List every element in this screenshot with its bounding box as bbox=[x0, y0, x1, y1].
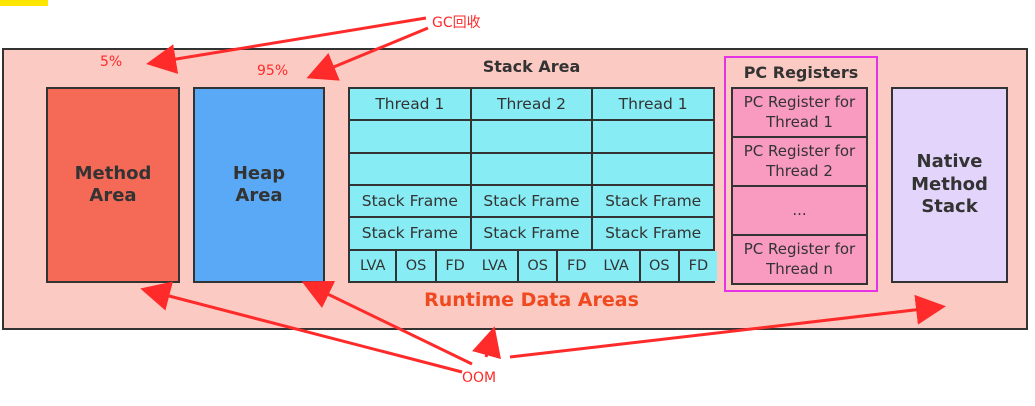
frame-parts: LVA OS FD bbox=[350, 250, 474, 281]
arrow-oom-to-runtime bbox=[472, 326, 501, 360]
stack-area-grid: Thread 1 Thread 2 Thread 1 Stack Frame S… bbox=[348, 87, 717, 283]
pc-register-thread: Thread 1 bbox=[766, 112, 833, 131]
frame-part-fd: FD bbox=[436, 250, 474, 281]
stack-frame: Stack Frame bbox=[350, 218, 470, 249]
thread-header: Thread 2 bbox=[471, 89, 592, 120]
frame-part-lva: LVA bbox=[593, 250, 639, 281]
heap-area-line1: Heap bbox=[232, 162, 286, 184]
stack-area-title: Stack Area bbox=[482, 57, 581, 76]
frame-part-lva: LVA bbox=[471, 250, 518, 281]
pc-register-label: PC Register for bbox=[743, 93, 856, 111]
stack-frame: Stack Frame bbox=[593, 186, 713, 217]
arrow-gc-to-method bbox=[146, 16, 427, 74]
stack-empty-cell bbox=[593, 121, 713, 152]
frame-part-lva: LVA bbox=[350, 250, 396, 281]
runtime-data-areas-label: Runtime Data Areas bbox=[424, 289, 639, 311]
pc-register-thread: Thread n bbox=[766, 259, 833, 278]
stack-empty-cell bbox=[593, 153, 713, 184]
stack-empty-cell bbox=[350, 153, 470, 184]
frame-parts: LVA OS FD bbox=[471, 250, 596, 281]
stack-frame: Stack Frame bbox=[593, 218, 713, 249]
thread-header: Thread 1 bbox=[593, 89, 713, 120]
stack-empty-cell bbox=[350, 121, 470, 152]
frame-part-fd: FD bbox=[679, 250, 717, 281]
frame-part-fd: FD bbox=[558, 250, 596, 281]
method-area-line2: Area bbox=[89, 185, 137, 206]
pc-registers-title: PC Registers bbox=[743, 63, 859, 82]
arrow-gc-to-heap bbox=[306, 26, 429, 81]
arrow-oom-to-native bbox=[509, 294, 946, 359]
heap-percent-label: 95% bbox=[257, 63, 289, 79]
stack-frame: Stack Frame bbox=[471, 218, 592, 249]
pc-register-thread: Thread 2 bbox=[766, 161, 833, 180]
pc-register-label: PC Register for bbox=[743, 142, 856, 160]
oom-annotation: OOM bbox=[462, 370, 497, 386]
arrow-oom-to-heap bbox=[301, 280, 473, 366]
heap-area-line2: Area bbox=[235, 185, 283, 206]
stack-empty-cell bbox=[471, 153, 592, 184]
frame-parts: LVA OS FD bbox=[593, 250, 717, 281]
gc-annotation: GC回收 bbox=[432, 15, 481, 31]
corner-highlight bbox=[0, 0, 48, 6]
pc-register-ellipsis: ... bbox=[733, 187, 866, 234]
frame-part-os: OS bbox=[640, 250, 678, 281]
native-line3: Stack bbox=[921, 196, 978, 218]
native-line2: Method bbox=[911, 173, 988, 195]
thread-header: Thread 1 bbox=[350, 89, 470, 120]
pc-register-label: PC Register for bbox=[743, 240, 856, 258]
frame-part-os: OS bbox=[519, 250, 557, 281]
stack-frame: Stack Frame bbox=[471, 186, 592, 217]
arrow-oom-to-method bbox=[140, 281, 463, 374]
pc-register-label: ... bbox=[792, 200, 807, 219]
stack-frame: Stack Frame bbox=[350, 186, 470, 217]
stack-empty-cell bbox=[471, 121, 592, 152]
frame-part-os: OS bbox=[397, 250, 435, 281]
method-area-line1: Method bbox=[74, 162, 152, 184]
method-percent-label: 5% bbox=[100, 54, 123, 70]
native-line1: Native bbox=[916, 151, 983, 173]
